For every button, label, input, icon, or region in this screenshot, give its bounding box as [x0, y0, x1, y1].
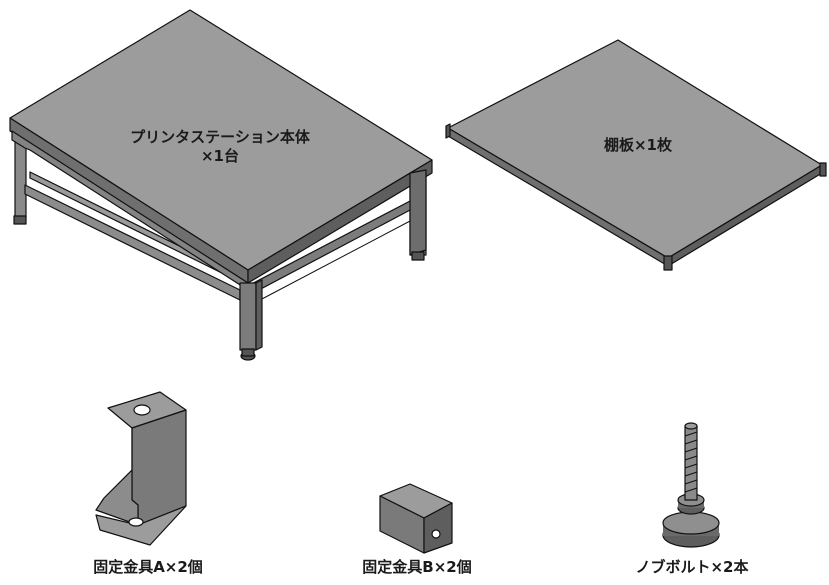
bracket-a-label: 固定金具A×2個	[93, 558, 203, 576]
station-label-line2: ×1台	[200, 147, 240, 165]
shelf-illustration	[445, 39, 827, 271]
knob-bolt-label: ノブボルト×2本	[635, 558, 749, 576]
bracket-b-illustration	[379, 483, 453, 554]
bracket-a-illustration	[95, 391, 187, 546]
knob-bolt-illustration	[662, 422, 720, 548]
shelf-label: 棚板×1枚	[603, 136, 673, 154]
station-label-line1: プリンタステーション本体	[130, 128, 310, 146]
bracket-b-label: 固定金具B×2個	[362, 558, 472, 576]
station-label: プリンタステーション本体 ×1台	[130, 128, 310, 166]
printer-station-illustration	[9, 9, 433, 361]
